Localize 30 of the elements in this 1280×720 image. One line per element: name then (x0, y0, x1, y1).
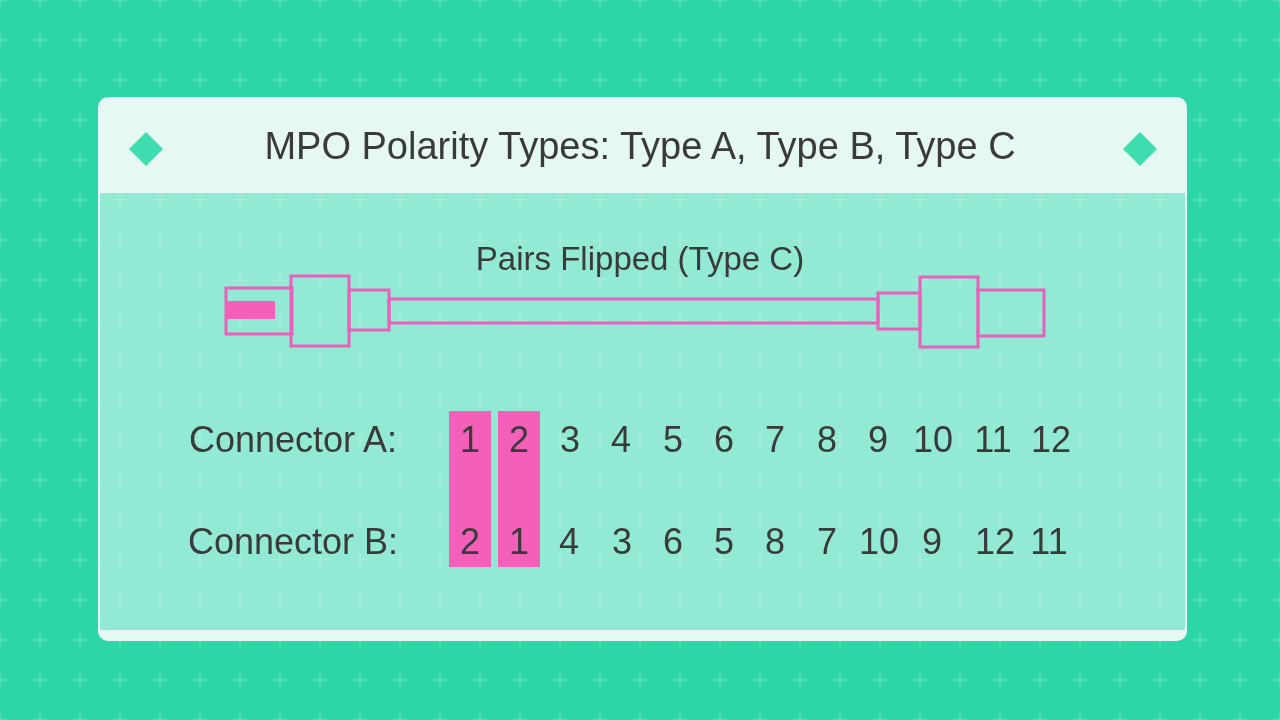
row-label: Connector B: (187, 524, 399, 560)
fiber-number: 9 (922, 524, 942, 560)
fiber-number: 2 (509, 422, 529, 458)
fiber-number: 11 (1030, 524, 1068, 560)
row-label: Connector A: (188, 422, 398, 458)
fiber-number: 7 (817, 524, 837, 560)
fiber-number: 7 (765, 422, 785, 458)
fiber-number: 4 (559, 524, 579, 560)
fiber-number: 5 (663, 422, 683, 458)
fiber-number: 12 (975, 524, 1015, 560)
title: MPO Polarity Types: Type A, Type B, Type C (264, 127, 1016, 165)
fiber-number: 3 (612, 524, 632, 560)
fiber-number: 9 (868, 422, 888, 458)
highlight-bar (449, 411, 491, 567)
fiber-number: 10 (859, 524, 899, 560)
fiber-number: 8 (765, 524, 785, 560)
fiber-number: 3 (560, 422, 580, 458)
fiber-number: 8 (817, 422, 837, 458)
fiber-number: 2 (460, 524, 480, 560)
fiber-number: 1 (460, 422, 480, 458)
fiber-number: 12 (1031, 422, 1071, 458)
fiber-number: 10 (913, 422, 953, 458)
fiber-number: 11 (974, 422, 1012, 458)
fiber-number: 4 (611, 422, 631, 458)
fiber-number: 6 (663, 524, 683, 560)
subtitle: Pairs Flipped (Type C) (475, 241, 805, 275)
fiber-number: 5 (714, 524, 734, 560)
fiber-number: 6 (714, 422, 734, 458)
fiber-number: 1 (509, 524, 529, 560)
highlight-bar (498, 411, 540, 567)
